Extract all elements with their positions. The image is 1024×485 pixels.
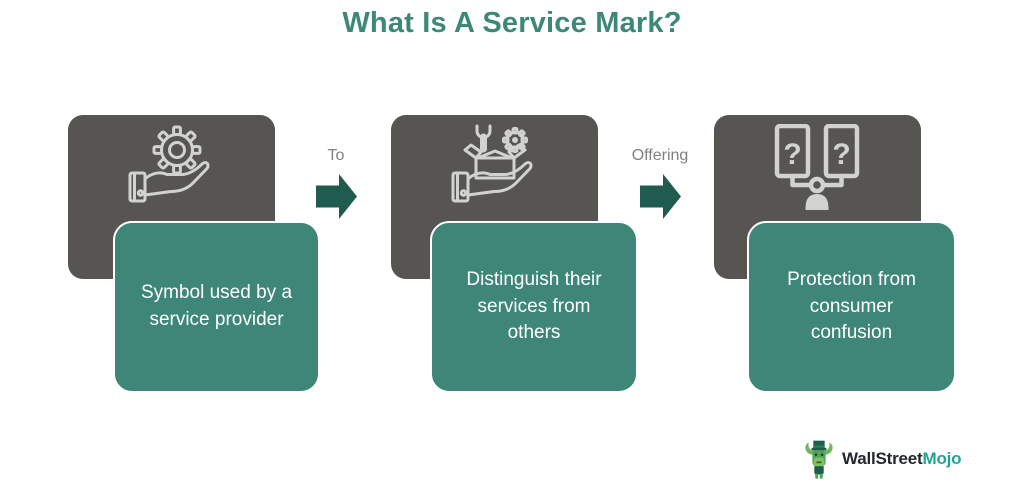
brand-wallstreet: WallStreet (842, 449, 923, 468)
wallstreetmojo-logo: WallStreetMojo (803, 437, 962, 481)
step-1-caption-box: Symbol used by a service provider (113, 221, 320, 393)
connector-2-label: Offering (631, 147, 689, 164)
hand-holding-service-box-icon (451, 124, 533, 203)
step-3-caption-box: Protection from consumer confusion (747, 221, 956, 393)
connector-1-label: To (327, 147, 345, 164)
right-block-arrow-icon (315, 174, 357, 219)
step-1-caption: Symbol used by a service provider (140, 282, 293, 330)
step-2-icon-wrap (391, 124, 598, 214)
step-3-icon-wrap: ? ? (714, 124, 921, 214)
brand-mojo: Mojo (922, 449, 962, 468)
wallstreetmojo-bull-icon (805, 440, 833, 479)
step-1-icon-wrap (68, 124, 275, 214)
svg-text:?: ? (832, 138, 850, 171)
svg-text:?: ? (783, 138, 801, 171)
page-title: What Is A Service Mark? (342, 7, 682, 39)
consumer-confusion-icon: ? ? (774, 124, 859, 210)
step-3-caption: Protection from consumer confusion (787, 269, 916, 344)
connector-1: To (304, 146, 368, 224)
connector-2: Offering (612, 146, 708, 224)
hand-holding-gear-icon (128, 125, 210, 203)
step-2-caption-box: Distinguish their services from others (430, 221, 638, 393)
right-block-arrow-icon (639, 174, 681, 219)
step-2-caption: Distinguish their services from others (466, 269, 602, 344)
brand-wordmark: WallStreetMojo (842, 449, 962, 469)
